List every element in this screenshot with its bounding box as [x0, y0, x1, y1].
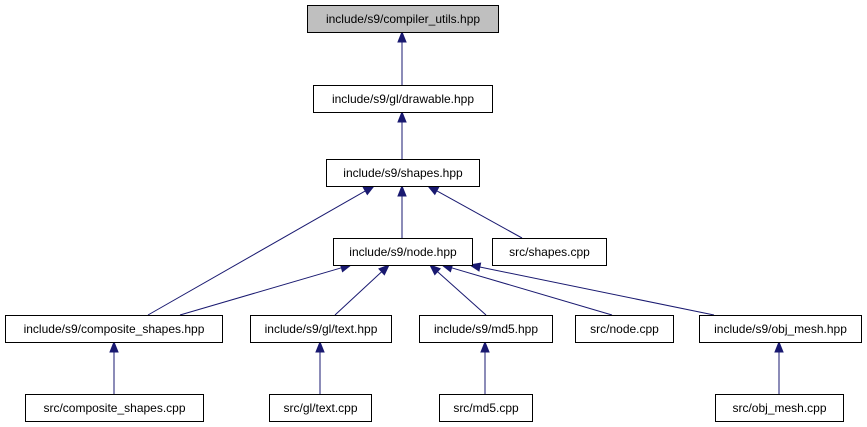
node-node-cpp[interactable]: src/node.cpp — [575, 315, 674, 343]
node-label: src/node.cpp — [590, 322, 659, 336]
node-label: src/gl/text.cpp — [283, 401, 357, 415]
edge-drawable-to-compiler_utils — [397, 30, 407, 85]
node-md5-cpp[interactable]: src/md5.cpp — [439, 394, 533, 422]
arrowhead-icon — [397, 184, 407, 197]
edge-text_hpp-to-node_hpp — [334, 264, 390, 316]
edge-shapes_hpp-to-drawable — [397, 110, 407, 159]
arrowhead-icon — [428, 264, 441, 276]
edge-composite_hpp-to-node_hpp — [179, 263, 353, 316]
node-label: src/obj_mesh.cpp — [732, 401, 826, 415]
node-box[interactable] — [492, 238, 607, 266]
edge-shapes_cpp-to-shapes_hpp — [426, 185, 523, 239]
node-shapes-cpp[interactable]: src/shapes.cpp — [492, 238, 607, 266]
edge-node_hpp-to-shapes_hpp — [397, 184, 407, 238]
arrowhead-icon — [397, 30, 407, 43]
edge-md5_hpp-to-node_hpp — [428, 264, 487, 316]
node-label: include/s9/md5.hpp — [434, 322, 538, 336]
node-label: src/composite_shapes.cpp — [43, 401, 185, 415]
node-label: include/s9/node.hpp — [349, 245, 457, 259]
edge-line — [479, 266, 715, 316]
node-box[interactable] — [313, 85, 493, 113]
node-label: include/s9/shapes.hpp — [343, 166, 463, 180]
arrowhead-icon — [397, 110, 407, 123]
arrowhead-icon — [378, 264, 390, 276]
arrowhead-icon — [315, 340, 325, 353]
node-label: include/s9/obj_mesh.hpp — [714, 322, 847, 336]
arrowhead-icon — [362, 185, 376, 196]
node-label: src/md5.cpp — [453, 401, 519, 415]
nodes-layer: include/s9/compiler_utils.hpp include/s9/… — [5, 5, 862, 422]
node-box[interactable] — [699, 315, 862, 343]
arrowhead-icon — [109, 340, 119, 353]
edge-obj_mesh_cpp-to-obj_mesh_hpp — [774, 340, 784, 394]
node-text-cpp[interactable]: src/gl/text.cpp — [269, 394, 372, 422]
node-label: include/s9/gl/drawable.hpp — [332, 92, 474, 106]
edge-text_cpp-to-text_hpp — [315, 340, 325, 394]
edge-line — [437, 271, 487, 316]
arrowhead-icon — [774, 340, 784, 353]
node-box[interactable] — [5, 315, 223, 343]
node-label: include/s9/composite_shapes.hpp — [24, 322, 205, 336]
arrowhead-icon — [480, 340, 490, 353]
edge-md5_cpp-to-md5_hpp — [480, 340, 490, 394]
node-box[interactable] — [250, 315, 392, 343]
node-composite-cpp[interactable]: src/composite_shapes.cpp — [25, 394, 204, 422]
edge-line — [179, 267, 342, 316]
node-box[interactable] — [269, 394, 372, 422]
node-text-hpp[interactable]: include/s9/gl/text.hpp — [250, 315, 392, 343]
node-label: include/s9/gl/text.hpp — [265, 322, 378, 336]
edge-line — [436, 190, 523, 239]
node-obj-mesh-hpp[interactable]: include/s9/obj_mesh.hpp — [699, 315, 862, 343]
node-box[interactable] — [715, 394, 844, 422]
edge-line — [334, 271, 383, 316]
node-box[interactable] — [419, 315, 553, 343]
node-node-hpp[interactable]: include/s9/node.hpp — [333, 238, 473, 266]
node-box[interactable] — [439, 394, 533, 422]
node-box[interactable] — [575, 315, 674, 343]
node-composite-hpp[interactable]: include/s9/composite_shapes.hpp — [5, 315, 223, 343]
node-compiler-utils[interactable]: include/s9/compiler_utils.hpp — [307, 5, 499, 33]
node-label: include/s9/compiler_utils.hpp — [326, 12, 480, 26]
node-box[interactable] — [326, 159, 480, 187]
node-label: src/shapes.cpp — [509, 245, 590, 259]
edge-composite_cpp-to-composite_hpp — [109, 340, 119, 394]
node-shapes-hpp[interactable]: include/s9/shapes.hpp — [326, 159, 480, 187]
node-box[interactable] — [333, 238, 473, 266]
node-obj-mesh-cpp[interactable]: src/obj_mesh.cpp — [715, 394, 844, 422]
edge-obj_mesh_hpp-to-node_hpp — [468, 262, 715, 316]
arrowhead-icon — [426, 185, 440, 196]
edge-node_cpp-to-node_hpp — [440, 263, 613, 316]
edge-line — [147, 190, 366, 316]
node-drawable[interactable]: include/s9/gl/drawable.hpp — [313, 85, 493, 113]
node-box[interactable] — [307, 5, 499, 33]
node-box[interactable] — [25, 394, 204, 422]
node-md5-hpp[interactable]: include/s9/md5.hpp — [419, 315, 553, 343]
edge-line — [451, 267, 613, 316]
